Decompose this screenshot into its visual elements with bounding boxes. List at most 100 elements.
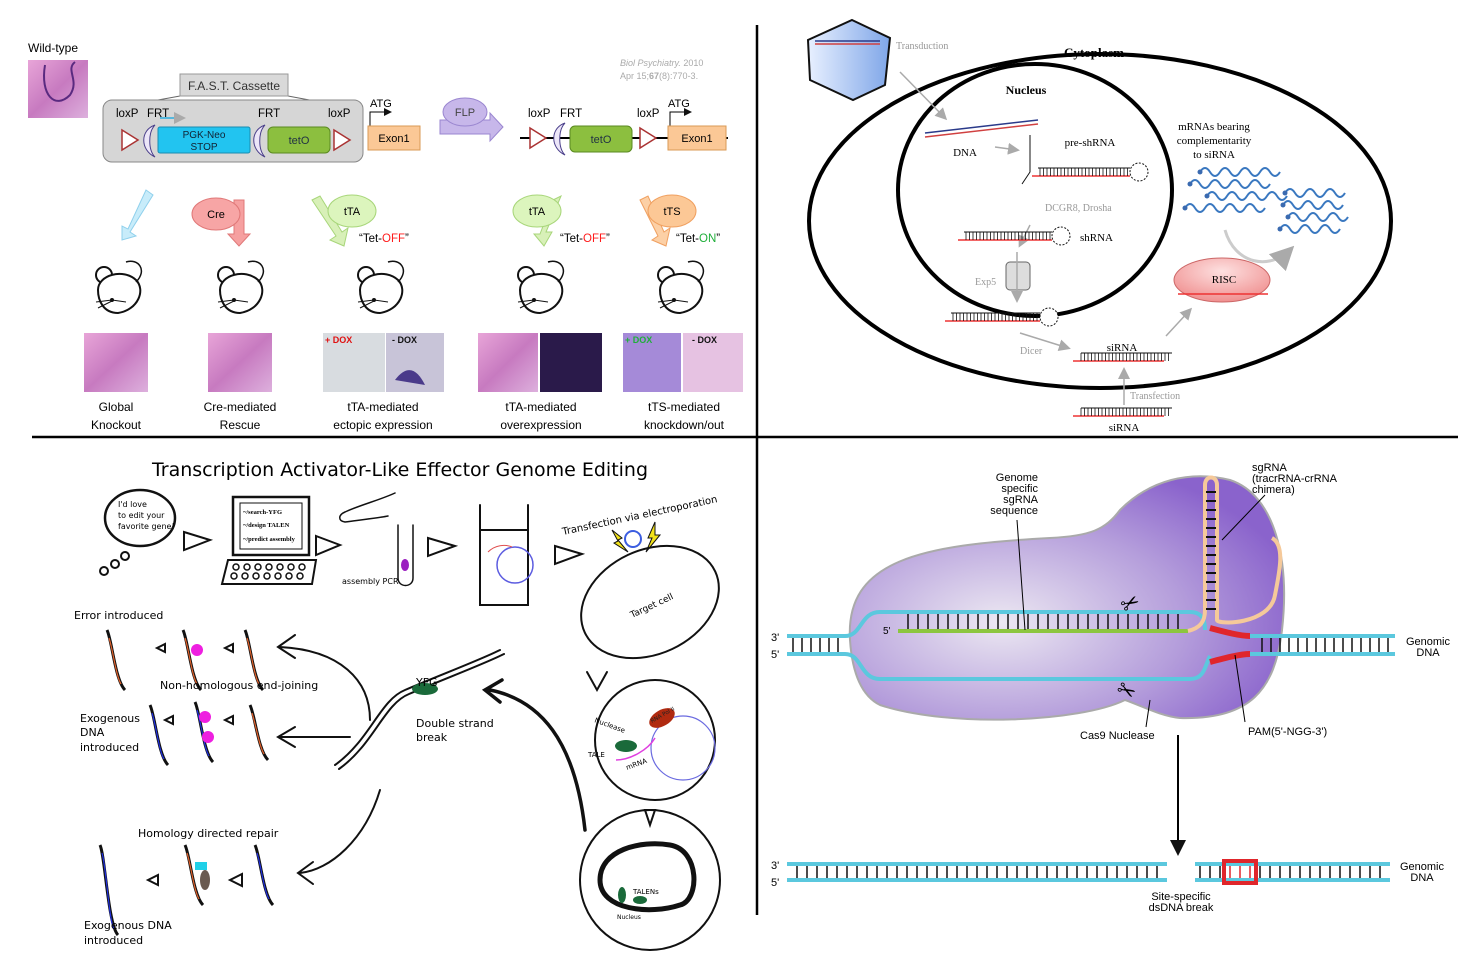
mrna-cap	[1282, 190, 1288, 196]
transduction-label: Transduction	[896, 41, 948, 52]
tissue-image-tts-minus-dox	[683, 333, 743, 392]
mrna-cap	[1197, 169, 1203, 175]
cre-arrow-icon	[226, 199, 252, 247]
three-prime-label: 3'	[771, 860, 779, 872]
oligo-pipette	[339, 492, 396, 523]
target-dna-strand	[334, 649, 501, 766]
tale-label: TALE	[587, 751, 605, 759]
frt-crescent-icon	[143, 124, 156, 158]
dcgr8-drosha-label: DCGR8, Drosha	[1045, 203, 1112, 214]
mrna-cap	[1182, 205, 1188, 211]
yfg-label: YFG	[415, 676, 438, 689]
expression-blob	[395, 370, 425, 385]
keyboard-key	[252, 572, 260, 580]
small-arrow-icon	[145, 873, 159, 887]
leader-line	[1221, 494, 1266, 541]
tissue-image-overexpression-1	[478, 333, 538, 392]
rna-pol-ii	[649, 708, 675, 728]
three-prime-label: 3'	[771, 632, 779, 644]
double-strand-break-label: break	[416, 731, 448, 744]
frt-crescent-icon	[253, 124, 266, 158]
dna-bottom-strand	[787, 652, 1212, 681]
sirna-label: siRNA	[1107, 342, 1138, 354]
mrna-cap	[1204, 193, 1210, 199]
caption-row: Global Knockout Cre-mediated Rescue tTA-…	[91, 400, 725, 432]
talen-gene-insert	[487, 544, 513, 553]
citation-year: 2010	[681, 58, 704, 68]
wild-type-label: Wild-type	[28, 41, 78, 55]
nucleus-label-small: Nucleus	[617, 914, 641, 921]
loxp-triangle-icon	[333, 128, 352, 152]
mouse-tail	[547, 260, 565, 283]
wild-type-tissue-image	[28, 60, 88, 118]
plus-dox-label: + DOX	[325, 335, 352, 345]
exportin5-pore	[1005, 261, 1031, 291]
cleavage-arrow	[1223, 229, 1295, 272]
dna-fragment-mark	[108, 637, 122, 685]
flp-enzyme	[442, 97, 488, 127]
double-strand-break-label: Double strand	[416, 717, 494, 730]
nhej-error-arrow	[276, 634, 371, 721]
tissue-layer-icon	[43, 61, 76, 102]
error-introduced-label: Error introduced	[74, 609, 163, 622]
caption-line: Global	[99, 400, 134, 414]
frt-label: FRT	[147, 108, 169, 120]
keyboard-key	[263, 572, 271, 580]
laptop-screen	[231, 495, 311, 557]
exogenous-line: introduced	[80, 741, 139, 754]
cell-membrane	[807, 52, 1393, 390]
frt-crescent-icon	[553, 122, 566, 156]
caption-line: Rescue	[220, 418, 261, 432]
loxp-triangle-icon	[121, 128, 140, 152]
exogenous-dna-label: Exogenous DNA introduced	[84, 919, 172, 947]
target-cell-label: Target cell	[628, 592, 675, 621]
sgrna-label: sgRNA (tracrRNA-crRNA chimera)	[1252, 462, 1338, 496]
teto-label: tetO	[289, 135, 310, 147]
target-cell	[580, 544, 720, 660]
terminal-line: ~/predict assembly	[243, 536, 296, 543]
off-text: OFF	[382, 233, 405, 245]
small-arrow-icon	[222, 714, 234, 726]
step-arrow-icon	[427, 536, 459, 558]
talen-monomer	[633, 896, 647, 904]
transfection-label: Transfection	[1130, 391, 1180, 402]
dsdna-break-label: Site-specific	[1151, 891, 1211, 903]
exon1-box	[367, 125, 421, 151]
sirna-label: siRNA	[1109, 422, 1140, 434]
loxp-label: loxP	[637, 108, 660, 120]
exogenous-dna-label: Exogenous DNA introduced	[80, 712, 140, 754]
label-line: sgRNA	[1003, 494, 1039, 506]
thought-line: favorite gene!	[118, 522, 175, 531]
tta-enzyme	[327, 194, 377, 228]
mouse-body	[658, 272, 704, 315]
dna-fragment-mark	[186, 852, 200, 900]
quote-close: ”	[716, 233, 720, 245]
quote-close: ”	[405, 233, 409, 245]
teto-label: tetO	[591, 134, 612, 146]
tta-arrow-icon	[311, 195, 349, 247]
mrnas-label-line: mRNAs bearing	[1178, 121, 1250, 133]
minus-dox-label: - DOX	[392, 335, 417, 345]
exon1-box	[667, 125, 727, 151]
mrna-cap	[1187, 181, 1193, 187]
viral-vector-icon	[806, 18, 892, 102]
on-text: ON	[699, 233, 716, 245]
caption-line: ectopic expression	[333, 418, 432, 432]
tissue-image-rescue	[208, 333, 272, 392]
pam-site	[1209, 625, 1251, 665]
mrna-group	[1182, 167, 1349, 234]
citation-journal: Biol Psychiatry.	[620, 58, 681, 68]
small-arrow-icon	[154, 642, 166, 654]
thought-dot	[99, 566, 109, 576]
thought-dot	[110, 559, 120, 569]
thought-dot	[120, 551, 130, 561]
tet-prefix: “Tet-	[359, 233, 382, 245]
pgk-neo-stop-box	[157, 126, 251, 154]
citation-volume: 67	[649, 71, 659, 81]
transcription-arrow	[994, 142, 1020, 155]
dna-fragments	[98, 629, 275, 937]
cre-label: Cre	[207, 209, 225, 221]
hairpin-loop	[1051, 226, 1071, 246]
